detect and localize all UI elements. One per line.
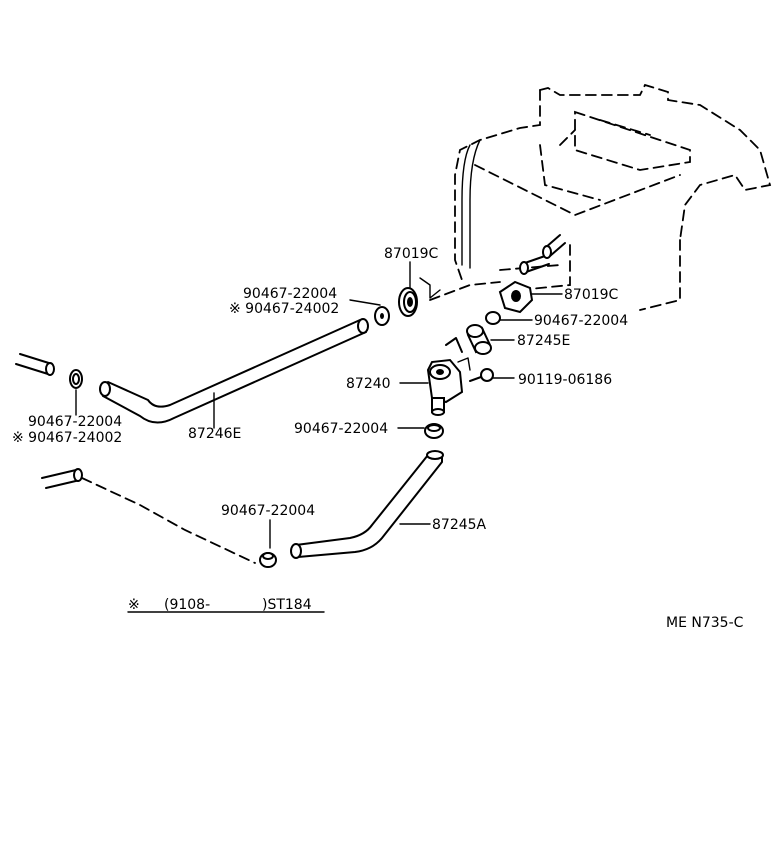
footnote-range: (9108- [164,597,210,613]
heater-unit-outline [419,83,772,311]
gasket-87019c-top [398,261,418,317]
footnote-ref: )ST184 [262,597,312,613]
label-90119-06186: 90119-06186 [518,372,612,388]
label-87246e: 87246E [188,426,241,442]
label-90467-22004-a: 90467-22004 [243,286,337,302]
bolt-90119-06186 [469,368,515,382]
clamp-90467-22004-b [485,311,533,325]
label-90467-24002-d: ※ 90467-24002 [12,430,122,446]
hose-87245e [466,324,515,355]
water-valve-87240 [399,337,471,416]
pipe-stub-upper-left [15,353,55,376]
label-87245e: 87245E [517,333,570,349]
clamp-90467-22004-e [259,519,277,568]
label-90467-22004-e: 90467-22004 [221,503,315,519]
hose-87245a [290,450,444,559]
pipe-stub-lower-left [41,468,256,564]
label-90467-22004-b: 90467-22004 [534,313,628,329]
reference-code: ME N735-C [666,615,744,631]
label-87019c-top: 87019C [384,246,439,262]
flange-87019c-right [498,280,563,314]
label-90467-22004-d: 90467-22004 [28,414,122,430]
clamp-90467-22004-left [69,369,83,416]
label-87240: 87240 [346,376,391,392]
label-87245a: 87245A [432,517,487,533]
label-90467-24002-a: ※ 90467-24002 [229,301,339,317]
clamp-90467-22004-c [397,423,444,439]
clamp-90467-22004-a [349,299,390,326]
label-90467-22004-c: 90467-22004 [294,421,388,437]
hose-87246e [99,318,369,429]
footnote-mark: ※ [128,597,140,613]
label-87019c-right: 87019C [564,287,619,303]
